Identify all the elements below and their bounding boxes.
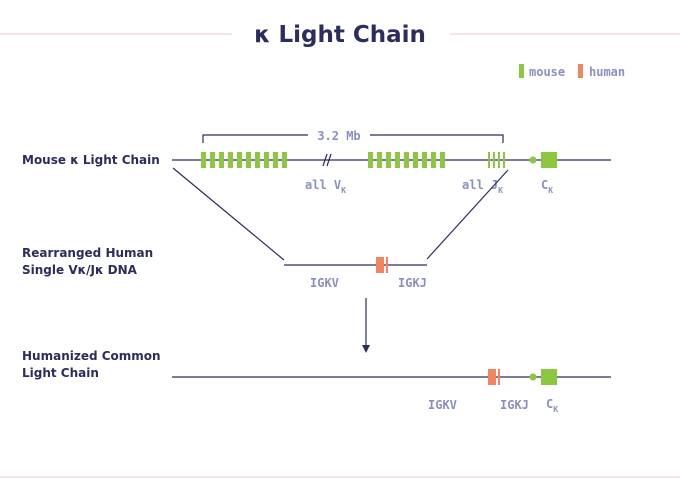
humanized-label-line1: Humanized Common bbox=[22, 349, 161, 363]
span-label: 3.2 Mb bbox=[317, 129, 360, 143]
v-segment bbox=[264, 152, 269, 168]
replacement-line-left bbox=[172, 167, 285, 261]
humanized-c-label: CK bbox=[546, 397, 558, 414]
v-segment bbox=[255, 152, 260, 168]
humanized-c-kappa bbox=[541, 369, 557, 385]
v-label: all VK bbox=[305, 178, 346, 195]
rearranged-label-line2: Single Vκ/Jκ DNA bbox=[22, 263, 138, 277]
c-label-sub: K bbox=[548, 186, 553, 195]
mouse-row-label: Mouse κ Light Chain bbox=[22, 153, 160, 167]
v-segment bbox=[210, 152, 215, 168]
v-segment bbox=[431, 152, 436, 168]
v-segment bbox=[246, 152, 251, 168]
v-segment bbox=[404, 152, 409, 168]
humanized-igkv-segment bbox=[488, 369, 496, 385]
v-segment bbox=[386, 152, 391, 168]
humanized-igkj-segment bbox=[498, 369, 500, 385]
legend: mouse human bbox=[519, 64, 625, 79]
v-segment bbox=[201, 152, 206, 168]
v-label-text: all V bbox=[305, 178, 341, 192]
j-segment bbox=[503, 152, 505, 168]
c-label: CK bbox=[541, 178, 553, 195]
humanized-igkj-label: IGKJ bbox=[500, 398, 529, 412]
rearranged-igkv-label: IGKV bbox=[310, 276, 339, 290]
legend-human-swatch bbox=[578, 64, 583, 78]
j-segments bbox=[488, 152, 505, 168]
v-segments-cluster-1 bbox=[201, 152, 287, 168]
humanized-label-line2: Light Chain bbox=[22, 366, 99, 380]
humanized-enhancer-dot bbox=[529, 373, 537, 381]
human-igkv-segment bbox=[376, 257, 384, 273]
rearranged-label-line1: Rearranged Human bbox=[22, 246, 153, 260]
mouse-locus-row: Mouse κ Light Chain 3.2 Mb bbox=[22, 128, 611, 195]
humanized-c-label-sub: K bbox=[553, 405, 558, 414]
c-label-text: C bbox=[541, 178, 548, 192]
j-label: all JK bbox=[462, 178, 503, 195]
v-segments-cluster-2 bbox=[368, 152, 445, 168]
j-segment bbox=[498, 152, 500, 168]
humanized-igkv-label: IGKV bbox=[428, 398, 457, 412]
humanized-c-label-text: C bbox=[546, 397, 553, 411]
j-segment bbox=[493, 152, 495, 168]
v-segment bbox=[228, 152, 233, 168]
v-segment bbox=[273, 152, 278, 168]
rearranged-row: Rearranged Human Single Vκ/Jκ DNA IGKV I… bbox=[22, 246, 427, 290]
v-segment bbox=[237, 152, 242, 168]
legend-mouse-swatch bbox=[519, 64, 524, 78]
j-label-sub: K bbox=[498, 186, 503, 195]
v-segment bbox=[422, 152, 427, 168]
v-label-sub: K bbox=[341, 186, 346, 195]
mouse-enhancer-dot bbox=[529, 156, 537, 164]
j-segment bbox=[488, 152, 490, 168]
legend-human-label: human bbox=[589, 65, 625, 79]
legend-mouse-label: mouse bbox=[529, 65, 565, 79]
humanized-row: Humanized Common Light Chain IGKV IGKJ C… bbox=[22, 349, 611, 414]
v-segment bbox=[219, 152, 224, 168]
v-segment bbox=[377, 152, 382, 168]
j-label-text: all J bbox=[462, 178, 498, 192]
v-segment bbox=[368, 152, 373, 168]
span-label-bg bbox=[308, 128, 370, 142]
mouse-c-kappa bbox=[541, 152, 557, 168]
v-segment bbox=[413, 152, 418, 168]
v-segment bbox=[282, 152, 287, 168]
v-segment bbox=[395, 152, 400, 168]
v-segment bbox=[440, 152, 445, 168]
page-title: κ Light Chain bbox=[254, 22, 426, 48]
replacement-line-right bbox=[426, 169, 509, 260]
rearranged-igkj-label: IGKJ bbox=[398, 276, 427, 290]
break-mark bbox=[322, 153, 332, 167]
human-igkj-segment bbox=[386, 257, 388, 273]
